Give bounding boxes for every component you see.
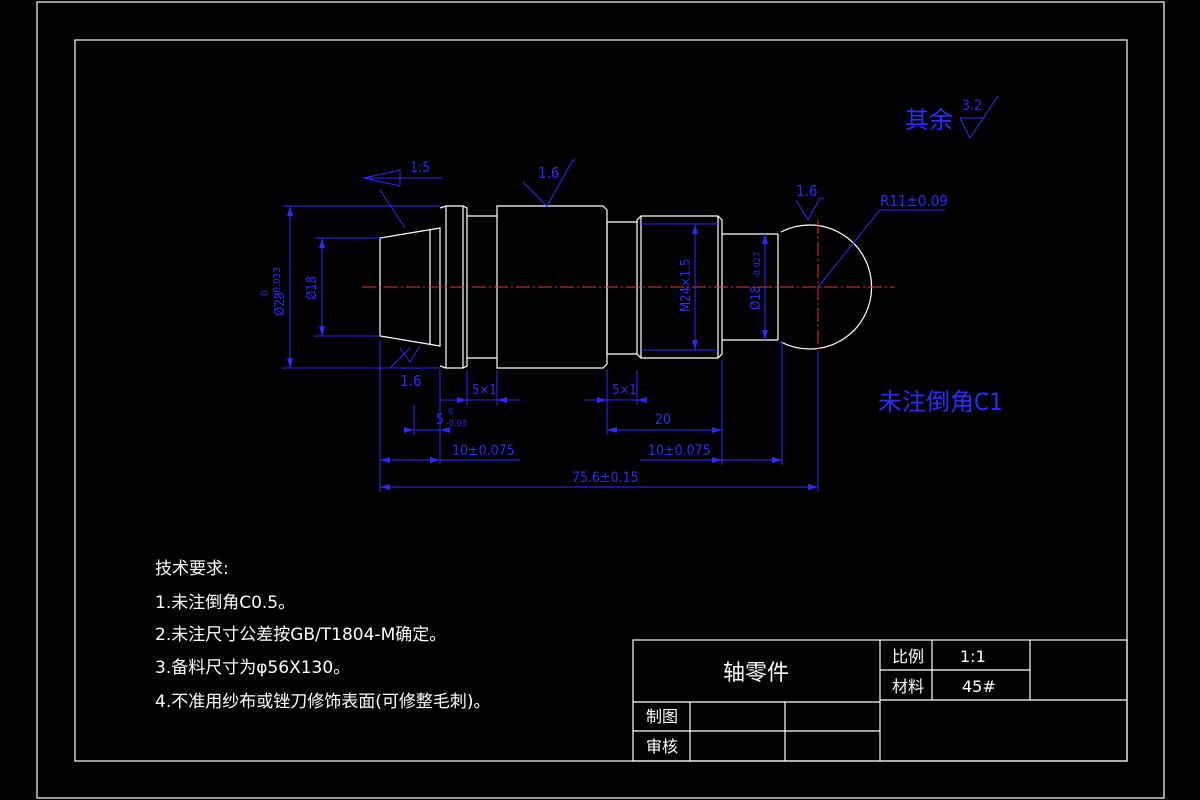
dim-len5: 5 [436,412,444,428]
roughness-mid-label: 1.6 [538,164,559,182]
material-label: 材料 [892,677,924,696]
scale-label: 比例 [892,647,924,666]
tech-requirement-4: 4.不准用纱布或锉刀修饰表面(可修整毛刺)。 [155,692,490,712]
title-block [632,639,1128,762]
thread-root-lines [641,223,718,351]
checked-by-label: 审核 [646,737,678,756]
dim-len10b: 10±0.075 [648,443,711,459]
untoleranced-chamfer-note: 未注倒角C1 [878,388,1003,416]
dimension-lines [282,95,999,492]
outer-frame [36,1,1165,799]
material-value: 45# [962,677,996,696]
roughness-note-value: 3.2 [962,98,982,114]
tech-requirement-2: 2.未注尺寸公差按GB/T1804-M确定。 [155,625,446,645]
inner-frame [74,39,1128,762]
part-name: 轴零件 [723,661,789,686]
scale-value: 1:1 [960,647,986,666]
roughness-note-prefix: 其余 [905,106,953,134]
taper-ratio-label: 1:5 [410,160,430,176]
roughness-left-label: 1.6 [400,372,421,390]
dim-groove2: 5×1 [612,383,637,398]
roughness-ball-label: 1.6 [796,182,817,200]
dimension-arrows [287,206,818,490]
dim-len5-lower: -0.03 [446,419,467,429]
dim-len10a: 10±0.075 [452,443,515,459]
dim-dia28-lower: -0.033 [272,267,283,296]
dim-total: 75.6±0.15 [572,470,639,486]
dim-dia18-2-lower: -0.027 [753,252,763,278]
dim-dia28-upper: 0 [260,290,271,296]
dim-thread: M24×1.5 [679,259,694,312]
tech-requirement-1: 1.未注倒角C0.5。 [155,593,295,613]
tech-requirements-title: 技术要求: [155,559,229,579]
dim-groove1: 5×1 [472,383,497,398]
dim-dia18: Ø18 [305,276,320,300]
dim-dia18-2: Ø18 [749,286,764,310]
sphere-radius-label: R11±0.09 [880,192,948,210]
tech-requirement-3: 3.备料尺寸为φ56X130。 [155,658,350,678]
dim-len5-upper: 0 [448,407,453,417]
center-lines [362,220,895,352]
dim-dia28: Ø28 [273,292,288,316]
drawn-by-label: 制图 [646,707,678,726]
dim-len20: 20 [655,412,671,428]
